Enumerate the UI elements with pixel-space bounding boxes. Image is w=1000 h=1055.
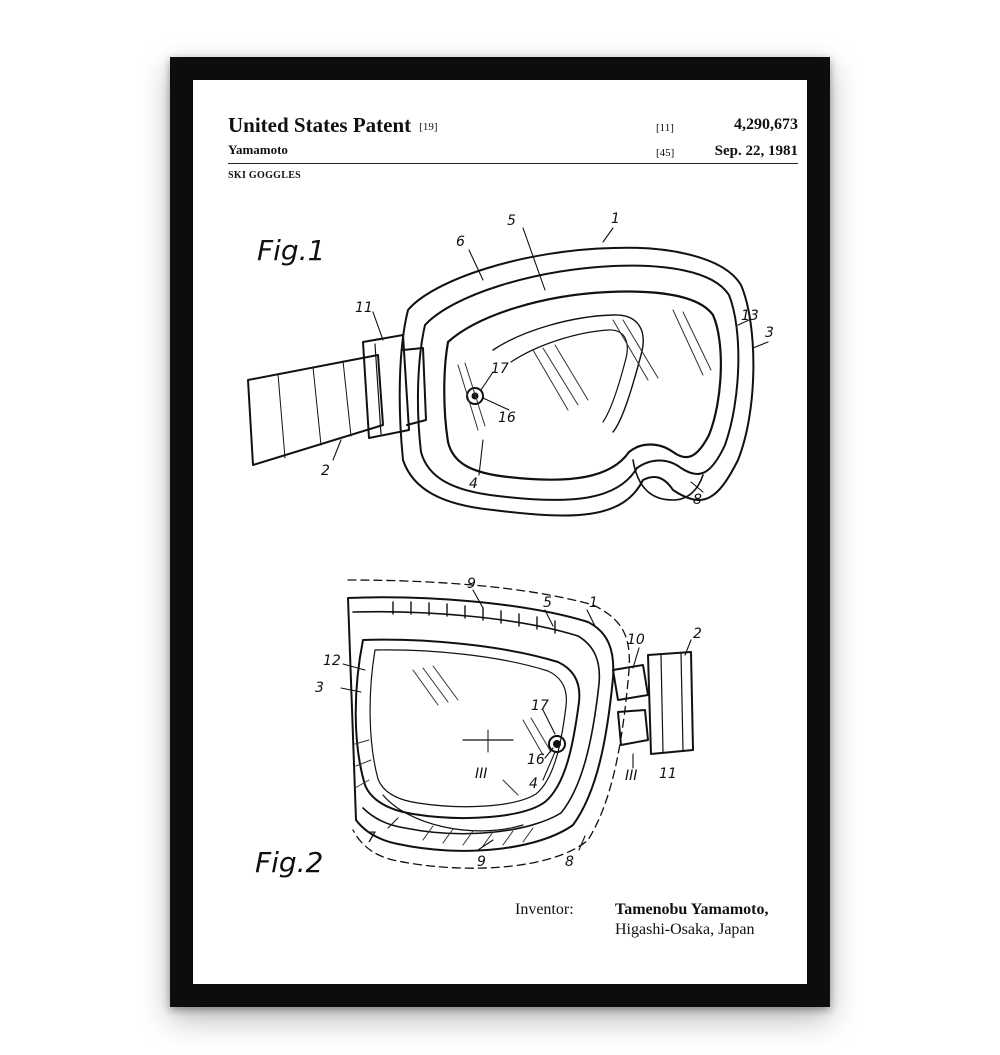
patent-number: 4,290,673: [734, 116, 798, 133]
inventor-name: Tamenobu Yamamoto,: [615, 901, 769, 918]
header-code: [19]: [419, 121, 438, 133]
fig2-ref-number: III: [475, 766, 487, 782]
date-code: [45]: [656, 147, 675, 159]
inventor-block: Inventor: Tamenobu Yamamoto, Higashi-Osak…: [515, 901, 769, 939]
fig2-ref-number: 1: [589, 595, 598, 611]
fig2-sectional-illustration: [340, 579, 694, 869]
patent-poster: United States Patent[19] Yamamoto [11] 4…: [193, 80, 807, 984]
fig2-ref-number: 4: [529, 776, 538, 792]
fig2-ref-number: 17: [531, 698, 549, 714]
number-code: [11]: [656, 122, 674, 134]
fig1-ref-number: 17: [491, 361, 509, 377]
fig2-label: Fig.2: [255, 846, 323, 879]
fig1-ref-number: 1: [611, 211, 620, 227]
picture-frame: United States Patent[19] Yamamoto [11] 4…: [170, 57, 830, 1007]
fig1-ref-number: 6: [456, 234, 465, 250]
fig2-ref-number: 16: [527, 752, 545, 768]
fig1-label: Fig.1: [257, 234, 325, 267]
fig1-ref-number: 8: [693, 492, 702, 508]
fig1-ref-number: 4: [469, 476, 478, 492]
patent-date: Sep. 22, 1981: [714, 143, 798, 159]
fig2-ref-number: 5: [543, 595, 552, 611]
header-rule: [228, 163, 798, 164]
inventor-location: Higashi-Osaka, Japan: [615, 921, 755, 938]
fig1-ref-number: 5: [507, 213, 516, 229]
fig1-goggles-illustration: [247, 227, 769, 517]
fig1-ref-number: 16: [498, 410, 516, 426]
inventor-label: Inventor:: [515, 901, 574, 918]
fig1-ref-number: 11: [355, 300, 373, 316]
fig2-ref-number: 7: [367, 830, 376, 846]
fig1-ref-number: 13: [741, 308, 759, 324]
patent-header-title: United States Patent[19]: [228, 113, 438, 137]
fig1-ref-number: 3: [765, 325, 774, 341]
fig2-ref-number: 8: [565, 854, 574, 870]
patent-subject: SKI GOGGLES: [228, 170, 302, 181]
fig2-ref-number: 11: [659, 766, 677, 782]
fig2-ref-number: 9: [477, 854, 486, 870]
fig2-ref-number: 12: [323, 653, 341, 669]
patent-drawing: Fig.1 Fig.2 1 5 6 11 13 3 17 16 2 4 8 9 …: [247, 211, 774, 879]
fig2-ref-number: 2: [693, 626, 702, 642]
fig2-ref-number: 9: [467, 576, 476, 592]
fig2-ref-number: 10: [627, 632, 645, 648]
fig2-ref-number: 3: [315, 680, 324, 696]
fig2-ref-number: III: [625, 768, 637, 784]
inventor-surname: Yamamoto: [228, 142, 288, 157]
fig1-ref-number: 2: [321, 463, 330, 479]
